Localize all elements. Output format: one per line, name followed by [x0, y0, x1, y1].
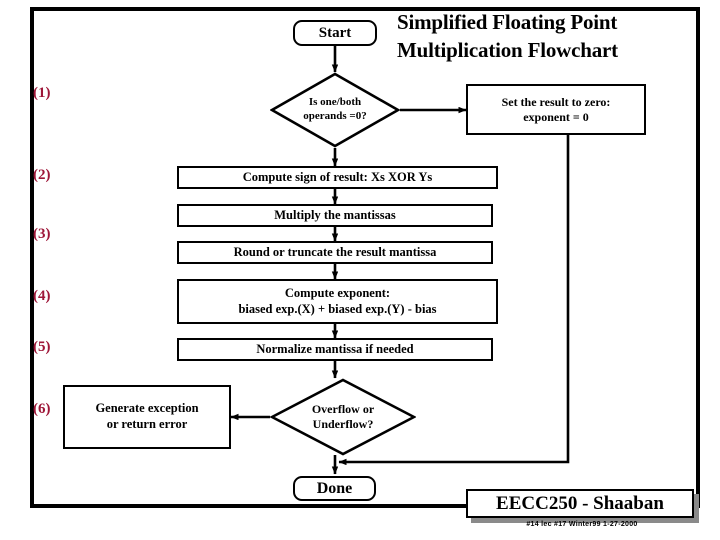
footer-meta-line: #14 lec #17 Winter99 1-27-2000 — [526, 521, 638, 528]
step-number-2: (2) — [33, 167, 51, 183]
round-truncate-box[interactable]: Round or truncate the result mantissa — [177, 241, 493, 264]
set-result-zero-box[interactable]: Set the result to zero: exponent = 0 — [466, 84, 646, 135]
set-result-zero-line-2: exponent = 0 — [523, 109, 589, 124]
done-label: Done — [316, 479, 353, 497]
step-number-6: (6) — [33, 401, 51, 417]
compute-exponent-line-2: biased exp.(X) + biased exp.(Y) - bias — [238, 301, 437, 316]
compute-sign-box[interactable]: Compute sign of result: Xs XOR Ys — [177, 166, 498, 189]
slide-frame — [30, 7, 700, 508]
step-number-4: (4) — [33, 288, 51, 304]
step-number-3: (3) — [33, 226, 51, 242]
diamond-shape-overflow-underflow — [270, 378, 416, 456]
footer-course-label: EECC250 - Shaaban — [496, 492, 664, 514]
start-label: Start — [318, 24, 352, 41]
decision-operands-zero[interactable]: Is one/both operands =0? — [270, 72, 400, 148]
page-title-line-1: Simplified Floating Point — [397, 10, 618, 34]
start-node[interactable]: Start — [293, 20, 377, 46]
compute-exponent-line-1: Compute exponent: — [284, 285, 391, 300]
multiply-mantissas-box[interactable]: Multiply the mantissas — [177, 204, 493, 227]
generate-exception-line-2: or return error — [106, 417, 188, 431]
step-number-1: (1) — [33, 85, 51, 101]
normalize-mantissa-box[interactable]: Normalize mantissa if needed — [177, 338, 493, 361]
page-title: Simplified Floating Point Multiplication… — [397, 9, 707, 65]
round-truncate-label: Round or truncate the result mantissa — [233, 244, 437, 259]
step-number-5: (5) — [33, 339, 51, 355]
diamond-shape-operands-zero — [270, 72, 400, 148]
set-result-zero-line-1: Set the result to zero: — [501, 94, 611, 109]
done-node[interactable]: Done — [293, 476, 376, 501]
decision-overflow-underflow[interactable]: Overflow or Underflow? — [270, 378, 416, 456]
multiply-mantissas-label: Multiply the mantissas — [274, 207, 396, 222]
generate-exception-box[interactable]: Generate exception or return error — [63, 385, 231, 449]
footer-course-plate: EECC250 - Shaaban — [466, 489, 694, 518]
compute-sign-label: Compute sign of result: Xs XOR Ys — [242, 169, 433, 184]
normalize-mantissa-label: Normalize mantissa if needed — [256, 341, 414, 356]
page-title-line-2: Multiplication Flowchart — [397, 37, 618, 62]
generate-exception-line-1: Generate exception — [95, 401, 199, 416]
compute-exponent-box[interactable]: Compute exponent: biased exp.(X) + biase… — [177, 279, 498, 324]
